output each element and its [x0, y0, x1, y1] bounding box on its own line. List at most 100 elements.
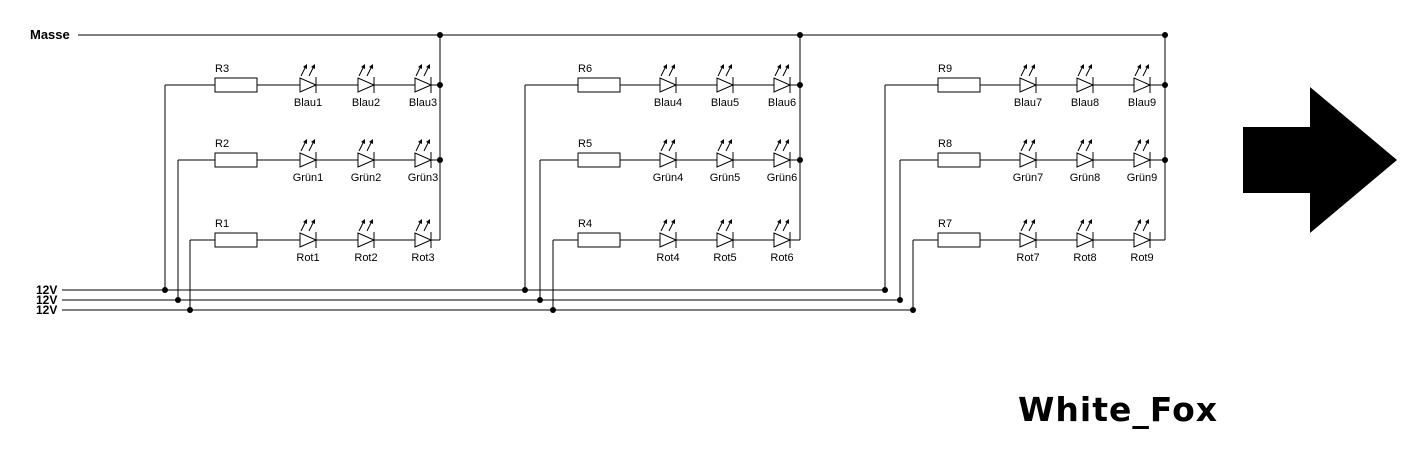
led-label: Blau5	[711, 97, 739, 109]
resistor-label: R1	[215, 218, 229, 230]
led-emission-arrow	[717, 142, 723, 152]
led-emission-arrowhead	[369, 219, 373, 225]
led-emission-arrowhead	[663, 139, 667, 145]
led-emission-arrow	[774, 142, 780, 152]
led-emission-arrowhead	[1088, 64, 1092, 70]
led-emission-arrow	[358, 142, 364, 152]
led-emission-arrowhead	[671, 64, 675, 70]
led-emission-arrow	[725, 142, 731, 152]
led-emission-arrowhead	[1031, 64, 1035, 70]
led-emission-arrow	[782, 222, 788, 232]
led-emission-arrowhead	[369, 139, 373, 145]
led-emission-arrow	[660, 222, 666, 232]
supply-label: 12V	[36, 283, 57, 297]
led-label: Blau1	[294, 97, 322, 109]
led-emission-arrowhead	[303, 139, 307, 145]
led-triangle	[414, 232, 433, 248]
led-emission-arrow	[725, 67, 731, 77]
led-emission-arrowhead	[426, 219, 430, 225]
led-triangle	[299, 232, 318, 248]
led-emission-arrowhead	[728, 219, 732, 225]
resistor-body	[937, 232, 981, 248]
led-label: Grün7	[1013, 172, 1044, 184]
led-emission-arrow	[1142, 67, 1148, 77]
led-emission-arrowhead	[728, 139, 732, 145]
led-emission-arrowhead	[1088, 139, 1092, 145]
led-emission-arrow	[423, 222, 429, 232]
led-emission-arrowhead	[1031, 139, 1035, 145]
led-emission-arrow	[1134, 222, 1140, 232]
led-emission-arrowhead	[1031, 219, 1035, 225]
led-emission-arrowhead	[671, 219, 675, 225]
junction-dot	[537, 297, 543, 303]
led-emission-arrowhead	[1137, 139, 1141, 145]
resistor-label: R6	[578, 63, 592, 75]
led-emission-arrowhead	[785, 139, 789, 145]
led-emission-arrow	[366, 222, 372, 232]
led-triangle	[1133, 152, 1152, 168]
led-emission-arrow	[1077, 222, 1083, 232]
led-emission-arrowhead	[1137, 219, 1141, 225]
led-emission-arrow	[1077, 67, 1083, 77]
led-emission-arrow	[308, 67, 314, 77]
junction-dot	[882, 287, 888, 293]
led-emission-arrow	[308, 142, 314, 152]
led-emission-arrowhead	[369, 64, 373, 70]
led-emission-arrow	[1142, 142, 1148, 152]
led-emission-arrowhead	[1088, 219, 1092, 225]
led-emission-arrowhead	[1145, 139, 1149, 145]
led-label: Blau9	[1128, 97, 1156, 109]
led-label: Blau7	[1014, 97, 1042, 109]
led-emission-arrow	[717, 222, 723, 232]
led-emission-arrow	[660, 142, 666, 152]
led-triangle	[773, 152, 792, 168]
led-emission-arrowhead	[303, 219, 307, 225]
led-emission-arrowhead	[663, 219, 667, 225]
led-emission-arrow	[774, 222, 780, 232]
junction-dot	[522, 287, 528, 293]
led-label: Grün8	[1070, 172, 1101, 184]
junction-dot	[1162, 32, 1168, 38]
led-emission-arrowhead	[777, 219, 781, 225]
led-label: Grün2	[351, 172, 382, 184]
led-emission-arrowhead	[361, 64, 365, 70]
resistor-body	[937, 152, 981, 168]
led-emission-arrow	[1028, 142, 1034, 152]
led-emission-arrow	[366, 142, 372, 152]
led-emission-arrow	[300, 142, 306, 152]
led-triangle	[659, 152, 678, 168]
led-emission-arrow	[1020, 142, 1026, 152]
led-triangle	[357, 232, 376, 248]
led-label: Grün9	[1127, 172, 1158, 184]
led-label: Rot2	[354, 252, 377, 264]
led-triangle	[1133, 77, 1152, 93]
led-emission-arrowhead	[1137, 64, 1141, 70]
led-emission-arrowhead	[720, 139, 724, 145]
resistor-label: R3	[215, 63, 229, 75]
led-emission-arrow	[415, 142, 421, 152]
junction-dot	[797, 32, 803, 38]
led-triangle	[659, 232, 678, 248]
led-emission-arrowhead	[720, 64, 724, 70]
led-triangle	[1076, 152, 1095, 168]
led-emission-arrow	[782, 142, 788, 152]
led-emission-arrowhead	[785, 219, 789, 225]
led-label: Rot5	[713, 252, 736, 264]
led-emission-arrow	[668, 67, 674, 77]
led-triangle	[414, 152, 433, 168]
resistor-label: R2	[215, 138, 229, 150]
led-emission-arrowhead	[426, 139, 430, 145]
led-triangle	[1019, 232, 1038, 248]
led-label: Rot6	[770, 252, 793, 264]
led-label: Rot3	[411, 252, 434, 264]
led-emission-arrow	[1134, 142, 1140, 152]
watermark-text: White_Fox	[1018, 390, 1219, 429]
led-emission-arrow	[300, 222, 306, 232]
resistor-label: R7	[938, 218, 952, 230]
led-emission-arrowhead	[671, 139, 675, 145]
led-emission-arrowhead	[361, 219, 365, 225]
led-emission-arrowhead	[1080, 139, 1084, 145]
led-triangle	[716, 77, 735, 93]
